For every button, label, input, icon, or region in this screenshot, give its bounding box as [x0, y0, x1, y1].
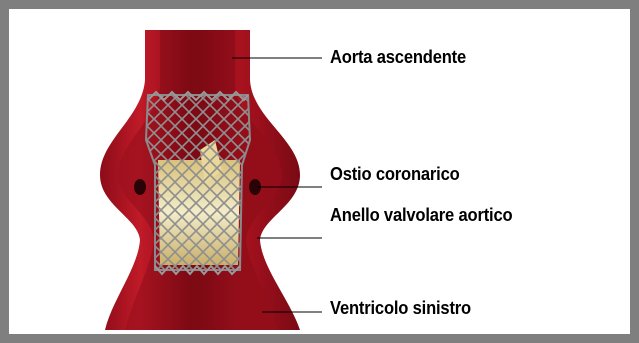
- label-anello-valvolare: Anello valvolare aortico: [330, 205, 512, 226]
- stent-frame: [146, 95, 250, 270]
- coronary-ostium-left: [134, 179, 146, 195]
- label-ostio-coronarico: Ostio coronarico: [330, 164, 460, 185]
- label-aorta-ascendente: Aorta ascendente: [330, 47, 466, 68]
- label-ventricolo-sinistro: Ventricolo sinistro: [330, 298, 471, 319]
